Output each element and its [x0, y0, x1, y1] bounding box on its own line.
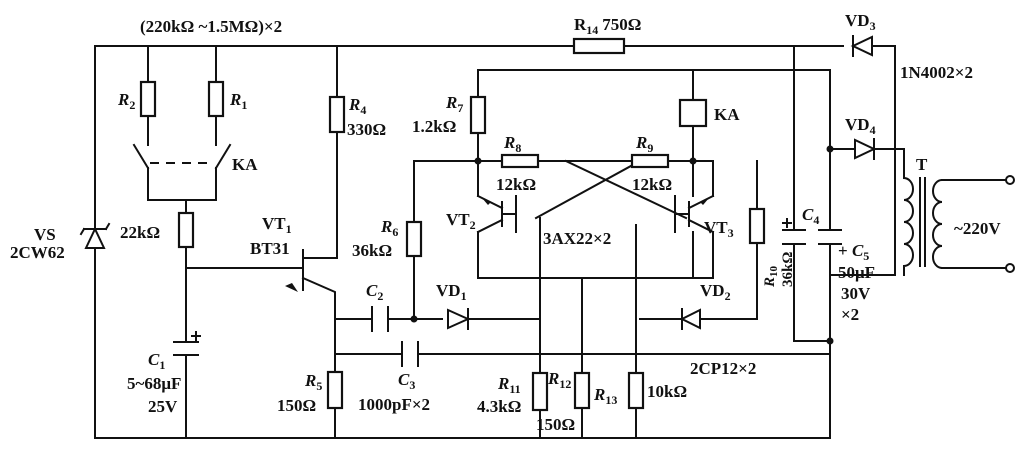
label-c5-voltage: 30V: [841, 284, 871, 303]
label-vt3: VT3: [704, 218, 734, 240]
label-r7-value: 1.2kΩ: [412, 117, 456, 136]
label-r-range: (220kΩ ~1.5MΩ)×2: [140, 17, 282, 36]
label-r10: R10: [762, 265, 780, 288]
label-vd1: VD1: [436, 281, 467, 303]
label-c2: C2: [366, 281, 383, 303]
label-vd3: VD3: [845, 11, 876, 33]
resistor-r1: [207, 80, 225, 118]
resistor-22k: [177, 211, 195, 249]
capacitor-c1: [173, 331, 201, 356]
wires: [94, 45, 896, 439]
mains-terminal-bottom[interactable]: [1005, 263, 1015, 273]
resistors: [139, 37, 766, 412]
mains-terminal-top[interactable]: [1005, 175, 1015, 185]
transformer-t: [894, 148, 1015, 276]
diode-vd4: [854, 138, 877, 160]
resistor-r7: [469, 95, 487, 135]
transistor-vt1: [285, 249, 304, 292]
label-c3: C3: [398, 370, 415, 392]
label-r8-value: 12kΩ: [496, 175, 536, 194]
resistor-r9: [630, 153, 670, 169]
label-vs-part: 2CW62: [10, 243, 65, 262]
label-c1: C1: [148, 350, 165, 372]
resistor-r12: [573, 371, 591, 410]
capacitor-c2: [371, 306, 389, 332]
label-transistor-part: 3AX22×2: [543, 229, 611, 248]
diode-vd1: [447, 308, 471, 330]
label-vs: VS: [34, 225, 56, 244]
label-vt2: VT2: [446, 210, 476, 232]
resistor-r6: [405, 220, 423, 258]
label-c4: C4: [802, 205, 819, 227]
label-ka-switch: KA: [232, 155, 258, 174]
transistors: [285, 160, 715, 292]
label-c1-voltage: 25V: [148, 397, 178, 416]
label-mains: ~220V: [954, 219, 1001, 238]
label-r12-value: 150Ω: [536, 415, 575, 434]
resistor-r5: [326, 370, 344, 410]
label-r4-value: 330Ω: [347, 120, 386, 139]
label-c1-value: 5~68μF: [127, 374, 181, 393]
label-c5: + C5: [838, 241, 869, 263]
label-vd2: VD2: [700, 281, 731, 303]
label-c5-value: 50μF: [838, 263, 875, 282]
resistor-r4: [328, 95, 346, 134]
resistor-r14: [572, 37, 626, 55]
label-r13: R13: [593, 385, 617, 407]
capacitor-c4: [782, 218, 806, 245]
label-r11: R11: [497, 374, 521, 396]
label-vt1-part: BT31: [250, 239, 290, 258]
diode-vd3: [850, 35, 873, 57]
label-r4: R4: [348, 95, 366, 117]
capacitor-c5: [818, 229, 842, 245]
label-r1: R1: [229, 90, 247, 112]
capacitor-c3: [401, 341, 419, 367]
label-c3-value: 1000pF×2: [358, 395, 430, 414]
relay-contacts-ka: [132, 143, 232, 170]
label-22k: 22kΩ: [120, 223, 160, 242]
label-r12: R12: [547, 369, 571, 391]
resistor-r10: [748, 207, 766, 245]
label-r2: R2: [117, 90, 135, 112]
label-r9: R9: [635, 133, 653, 155]
resistor-r8: [500, 153, 540, 169]
label-r6-value: 36kΩ: [352, 241, 392, 260]
label-r5: R5: [304, 371, 322, 393]
label-r11-value: 4.3kΩ: [477, 397, 521, 416]
zener-vs: [79, 222, 111, 249]
label-r8: R8: [503, 133, 521, 155]
resistor-r11: [531, 371, 549, 412]
label-r9-value: 12kΩ: [632, 175, 672, 194]
label-r7: R7: [445, 93, 463, 115]
resistor-r13: [627, 371, 645, 410]
diodes: [79, 35, 877, 330]
relay-coil-ka: [678, 98, 708, 128]
label-vt1: VT1: [262, 214, 292, 236]
capacitors: [173, 218, 842, 367]
resistor-r2: [139, 80, 157, 118]
label-r5-value: 150Ω: [277, 396, 316, 415]
label-transformer: T: [916, 155, 928, 174]
label-r13-value: 10kΩ: [647, 382, 687, 401]
label-diode-part: 1N4002×2: [900, 63, 973, 82]
junctions: [410, 145, 834, 345]
label-zener-pair-part: 2CP12×2: [690, 359, 756, 378]
label-c5-count: ×2: [841, 305, 859, 324]
diode-vd2: [679, 308, 701, 330]
label-vd4: VD4: [845, 115, 876, 137]
label-r10-value: 36kΩ: [780, 252, 796, 287]
transistor-vt3: [674, 160, 715, 279]
label-ka-coil: KA: [714, 105, 740, 124]
label-r6: R6: [380, 217, 398, 239]
transistor-vt2: [476, 194, 517, 234]
